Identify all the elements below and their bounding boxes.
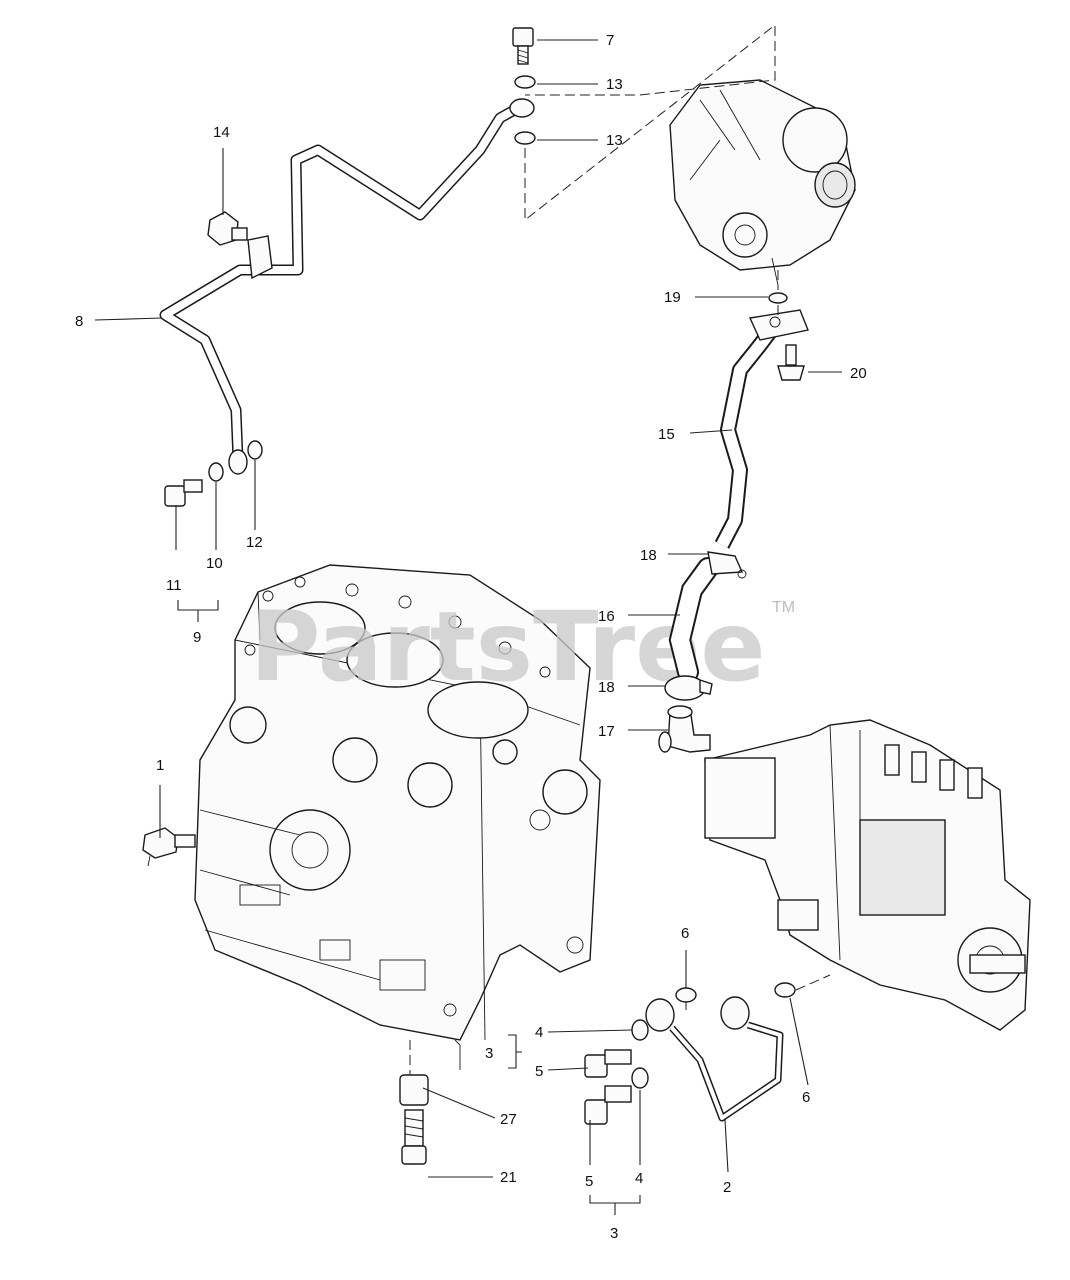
callout-27: 27	[500, 1111, 517, 1128]
callout-6-left: 6	[681, 925, 689, 942]
callout-4-lower: 4	[635, 1170, 643, 1187]
callout-13-upper: 13	[606, 76, 623, 93]
callout-12: 12	[246, 534, 263, 551]
elbow-17	[658, 705, 711, 753]
callout-20: 20	[850, 365, 867, 382]
callout-3-left: 3	[485, 1045, 493, 1062]
callout-18-lower: 18	[598, 679, 615, 696]
callout-5-lower: 5	[585, 1173, 593, 1190]
injection-pipe-2	[645, 996, 784, 1122]
bolt-7	[512, 27, 534, 65]
callout-18-upper: 18	[640, 547, 657, 564]
gasket-19	[768, 292, 788, 304]
callout-21: 21	[500, 1169, 517, 1186]
clamp-18-upper	[707, 551, 747, 579]
bolt-11	[164, 479, 203, 507]
washer-10	[208, 462, 224, 482]
fitting-27	[399, 1039, 461, 1106]
washer-12	[247, 440, 263, 460]
callout-10: 10	[206, 555, 223, 572]
hose-16	[668, 557, 719, 683]
callout-3-bottom: 3	[610, 1225, 618, 1242]
turbocharger	[669, 79, 856, 286]
reference-lines	[409, 23, 831, 1075]
callout-19: 19	[664, 289, 681, 306]
oil-pipe-8	[159, 98, 535, 475]
callout-16: 16	[598, 608, 615, 625]
callout-9: 9	[193, 629, 201, 646]
washer-13-upper	[514, 75, 536, 89]
bolt-21	[401, 1109, 427, 1165]
bolt-5-lower	[584, 1085, 632, 1125]
callout-15: 15	[658, 426, 675, 443]
watermark-trademark: TM	[772, 599, 795, 616]
callout-5-upper: 5	[535, 1063, 543, 1080]
callout-11: 11	[166, 577, 182, 594]
callout-8: 8	[75, 313, 83, 330]
callout-4-upper: 4	[535, 1024, 543, 1041]
callout-14: 14	[213, 124, 230, 141]
bolt-20	[777, 344, 805, 381]
callout-1: 1	[156, 757, 164, 774]
bolt-5-upper	[584, 1049, 632, 1078]
callout-labels: 7 13 13 14 8 10 12 11 9 19 20 15 18 16 1…	[75, 32, 867, 1242]
washer-4-upper	[631, 1019, 649, 1041]
engine-block	[194, 564, 601, 1041]
bolt-14	[207, 211, 248, 246]
clamp-18-lower	[664, 675, 713, 701]
washer-13-lower	[514, 131, 536, 145]
callout-6-right: 6	[802, 1089, 810, 1106]
callout-2: 2	[723, 1179, 731, 1196]
washer-4-lower	[631, 1067, 649, 1089]
washer-6-right	[774, 982, 796, 998]
callout-17: 17	[598, 723, 615, 740]
injection-pump	[704, 719, 1031, 1031]
leader-lines	[94, 39, 842, 1215]
washer-6-left	[675, 987, 697, 1003]
callout-7: 7	[606, 32, 614, 49]
oil-pressure-switch-1	[142, 827, 196, 867]
callout-13-lower: 13	[606, 132, 623, 149]
